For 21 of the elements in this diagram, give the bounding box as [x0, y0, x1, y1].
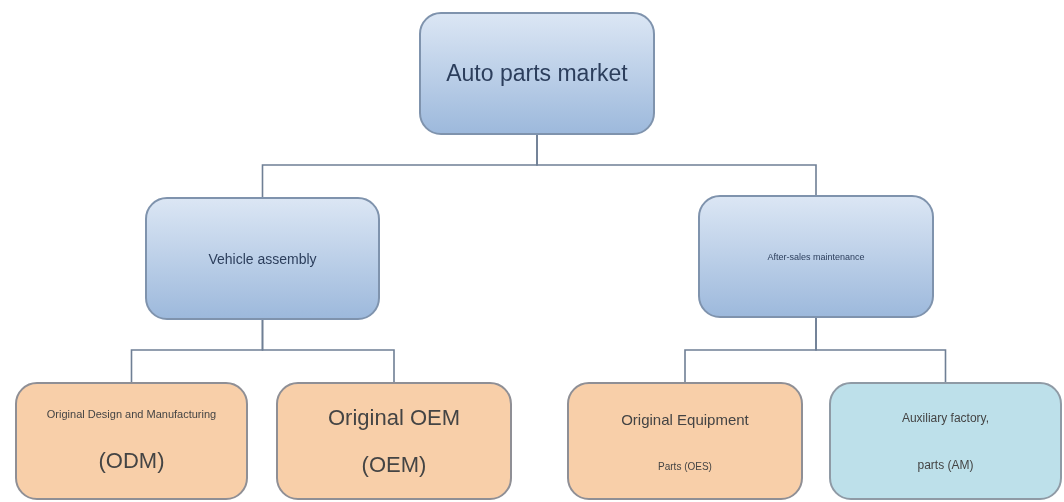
- connector-line: [815, 317, 947, 383]
- box-label: Original Equipment: [621, 410, 749, 428]
- box-label: parts (AM): [917, 457, 974, 472]
- rounded-box: [419, 12, 655, 135]
- rounded-box: [567, 382, 803, 500]
- box-label: Auto parts market: [446, 60, 628, 87]
- box-label: Parts (OES): [658, 460, 712, 472]
- connector-line: [261, 319, 395, 383]
- box-label: (OEM): [361, 451, 427, 478]
- rounded-box: [145, 197, 380, 320]
- rounded-box: [829, 382, 1062, 500]
- box-label: Original OEM: [327, 404, 460, 431]
- rounded-box: [276, 382, 512, 500]
- rounded-box: [15, 382, 248, 500]
- box-label: Original Design and Manufacturing: [46, 408, 217, 420]
- rounded-box: [698, 195, 934, 318]
- box-label: Auxiliary factory,: [901, 410, 990, 425]
- connector-line: [536, 134, 817, 196]
- box-label: Vehicle assembly: [208, 250, 317, 267]
- box-label: (ODM): [98, 448, 165, 474]
- box-label: After-sales maintenance: [767, 251, 865, 262]
